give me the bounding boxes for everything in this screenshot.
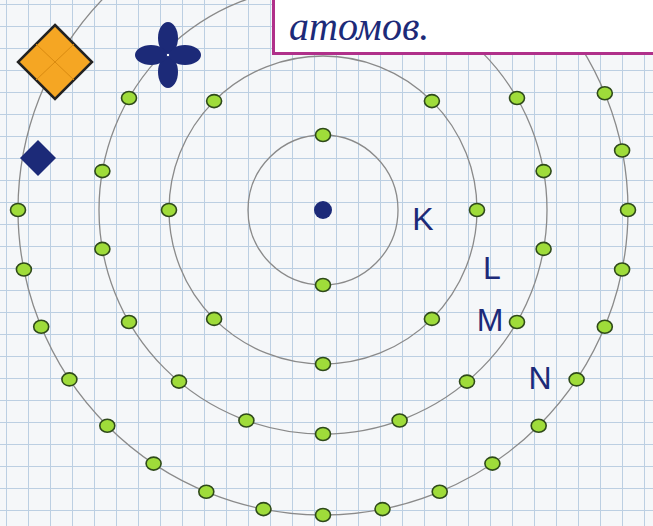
electron [199,485,214,498]
shell-letter: N [528,361,551,395]
electron [597,87,612,100]
orange-diamond [18,25,92,99]
nucleus [314,201,332,219]
shell-k [248,135,398,285]
small-diamond [20,140,56,176]
electron [316,428,331,441]
electron [316,509,331,522]
electron [536,242,551,255]
electron [11,204,26,217]
electron [510,316,525,329]
electron [536,165,551,178]
electron [597,320,612,333]
electron [621,204,636,217]
electron [470,204,485,217]
electron [615,144,630,157]
electron [16,263,31,276]
electrons [11,87,636,522]
electron [316,129,331,142]
electron [615,263,630,276]
electron [100,419,115,432]
electron [424,312,439,325]
diamond-line [36,44,74,80]
electron [122,92,137,105]
electron [62,373,77,386]
electron [207,312,222,325]
shell-letter: L [483,251,501,285]
electron [207,95,222,108]
petal [135,45,167,65]
symbols [18,22,201,176]
electron [375,503,390,516]
shell-letter: K [412,202,433,236]
shell-letter: M [477,303,504,337]
shell-l [169,56,477,364]
electron [146,457,161,470]
shell-n [18,0,628,515]
electron [460,375,475,388]
electron [569,373,584,386]
diamond-line [36,44,74,80]
electron [424,95,439,108]
electron [162,204,177,217]
electron [531,419,546,432]
electron [432,485,447,498]
shell-m [99,0,547,434]
electron [316,358,331,371]
electron [122,316,137,329]
electron [256,503,271,516]
electron [239,414,254,427]
electron [316,279,331,292]
electron [95,165,110,178]
electron [485,457,500,470]
blue-flower [135,22,201,88]
electron [172,375,187,388]
title-text: атомов. [289,4,429,50]
electron [392,414,407,427]
petal [169,45,201,65]
electron [34,320,49,333]
electron-shells [18,0,628,515]
electron [510,92,525,105]
electron [95,242,110,255]
title-box: атомов. [272,0,653,55]
